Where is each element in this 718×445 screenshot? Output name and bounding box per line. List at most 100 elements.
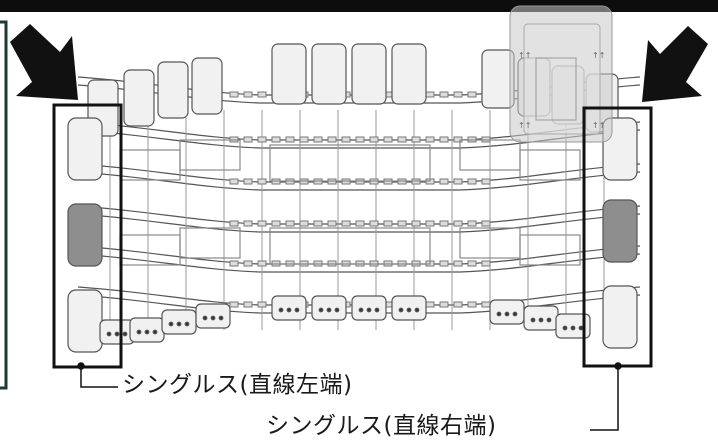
car-dot (218, 315, 224, 321)
track-link (271, 220, 281, 227)
track-link (425, 136, 435, 143)
car-dot (318, 307, 324, 313)
track-link (453, 178, 463, 185)
car-dot (286, 307, 292, 313)
track-panel (191, 57, 223, 115)
svg-text:↑↑: ↑↑ (592, 121, 605, 130)
car-dot (414, 307, 420, 313)
car-dot (496, 311, 502, 317)
track-frame (179, 227, 241, 259)
track-link (481, 260, 491, 267)
track-link (481, 301, 491, 308)
track-link (341, 220, 351, 227)
track-link (229, 220, 239, 227)
track-frame (519, 234, 581, 266)
track-link (425, 220, 435, 227)
end-panel-dark (602, 199, 638, 263)
track-link (327, 220, 337, 227)
car-dot (106, 331, 112, 337)
track-frame (269, 144, 431, 182)
track-link (257, 220, 267, 227)
track-link (243, 136, 253, 143)
track-link (397, 136, 407, 143)
track-link (467, 220, 477, 227)
track-link (355, 220, 365, 227)
car-dot (326, 307, 332, 313)
track-link (243, 301, 253, 308)
track-link (257, 178, 267, 185)
track-frame (119, 149, 181, 181)
track-link (439, 136, 449, 143)
track-link (383, 136, 393, 143)
track-link (425, 91, 435, 98)
track-link (327, 136, 337, 143)
track-rail (77, 253, 641, 273)
car-dot (374, 307, 380, 313)
car-dot (538, 317, 544, 323)
track-frame (119, 234, 181, 266)
track-link (243, 260, 253, 267)
end-panel (602, 285, 638, 349)
track-link (467, 260, 477, 267)
car-dot (184, 321, 190, 327)
car-dot (122, 331, 128, 337)
track-link (481, 178, 491, 185)
track-link (439, 220, 449, 227)
end-panel (67, 289, 103, 353)
track-rail (77, 171, 641, 191)
track-link (257, 260, 267, 267)
track-link (467, 91, 477, 98)
car-dot (358, 307, 364, 313)
track-link (229, 178, 239, 185)
car-dot (294, 307, 300, 313)
track-link (257, 136, 267, 143)
track-link (355, 136, 365, 143)
car-dot (334, 307, 340, 313)
track-panel (311, 43, 347, 105)
leader-lines (77, 362, 622, 431)
label-left-end: シングルス(直線左端) (122, 372, 353, 398)
track-link (425, 301, 435, 308)
track-link (369, 220, 379, 227)
track-link (467, 178, 477, 185)
svg-text:↑↑: ↑↑ (518, 121, 531, 130)
left-end-bracket (52, 103, 123, 369)
end-panel-dark (67, 203, 103, 267)
track-panel (351, 43, 387, 105)
track-link (453, 220, 463, 227)
car-dot (530, 317, 536, 323)
car-dot (366, 307, 372, 313)
track-frame (179, 139, 241, 171)
track-link (481, 220, 491, 227)
track-link (313, 220, 323, 227)
track-link (243, 91, 253, 98)
track-link (453, 301, 463, 308)
car-dot (406, 307, 412, 313)
track-link (439, 91, 449, 98)
car-dot (504, 311, 510, 317)
track-link (313, 136, 323, 143)
track-panel (157, 61, 189, 119)
track-link (369, 136, 379, 143)
track-link (453, 91, 463, 98)
car-dot (152, 329, 158, 335)
track-link (299, 136, 309, 143)
track-rail (77, 213, 641, 233)
car-dot (168, 321, 174, 327)
track-link (243, 178, 253, 185)
track-panel (123, 69, 155, 127)
car-dot (136, 329, 142, 335)
track-link (341, 136, 351, 143)
svg-text:↑↑: ↑↑ (592, 51, 605, 60)
track-panel (481, 49, 515, 109)
car-dot (570, 325, 576, 331)
track-link (411, 136, 421, 143)
track-link (299, 220, 309, 227)
track-link (243, 220, 253, 227)
track-link (257, 301, 267, 308)
track-link (257, 91, 267, 98)
track-link (285, 220, 295, 227)
track-link (397, 220, 407, 227)
car-dot (144, 329, 150, 335)
